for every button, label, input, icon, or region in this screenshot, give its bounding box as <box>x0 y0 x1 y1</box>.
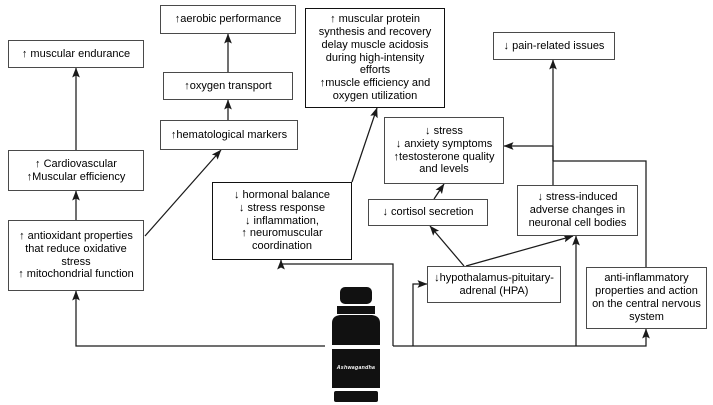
node-muscular-endurance[interactable]: ↑ muscular endurance <box>8 40 144 68</box>
node-cardiovascular-muscular-efficiency[interactable]: ↑ Cardiovascular ↑Muscular efficiency <box>8 150 144 191</box>
node-stress-anxiety-testosterone[interactable]: ↓ stress ↓ anxiety symptoms ↑testosteron… <box>384 117 504 184</box>
edge-bottle-to-hpa <box>412 280 428 346</box>
edge-hpa-to-neuronal <box>465 234 574 267</box>
node-antioxidant-properties[interactable]: ↑ antioxidant properties that reduce oxi… <box>8 220 144 291</box>
node-aerobic-performance[interactable]: ↑aerobic performance <box>160 5 296 34</box>
node-pain-related-issues[interactable]: ↓ pain-related issues <box>493 32 615 60</box>
node-hematological-markers[interactable]: ↑hematological markers <box>160 120 298 150</box>
node-hormonal-balance[interactable]: ↓ hormonal balance ↓ stress response ↓ i… <box>212 182 352 260</box>
bottle-icon: Ashwagandha <box>318 287 394 402</box>
edge-hormonal-to-protein <box>351 107 378 183</box>
edge-cortisol-to-stress <box>433 183 445 200</box>
edge-bottle-to-antiinflam <box>393 328 650 347</box>
node-stress-induced-neuronal[interactable]: ↓ stress-induced adverse changes in neur… <box>517 185 638 236</box>
edge-hpa-to-cortisol <box>429 225 465 267</box>
edge-bottle-to-hormonal <box>277 259 394 346</box>
node-muscular-protein-synthesis[interactable]: ↑ muscular protein synthesis and recover… <box>305 8 445 108</box>
edge-branch-to-antiinflam <box>553 160 647 267</box>
node-hpa-axis[interactable]: ↓hypothalamus-pituitary- adrenal (HPA) <box>427 266 561 303</box>
node-anti-inflammatory[interactable]: anti-inflammatory properties and action … <box>586 267 707 329</box>
edge-bottle-to-antiox <box>72 290 325 347</box>
edge-antiox-to-hema <box>144 149 222 237</box>
node-cortisol-secretion[interactable]: ↓ cortisol secretion <box>368 199 488 226</box>
node-oxygen-transport[interactable]: ↑oxygen transport <box>163 72 293 100</box>
